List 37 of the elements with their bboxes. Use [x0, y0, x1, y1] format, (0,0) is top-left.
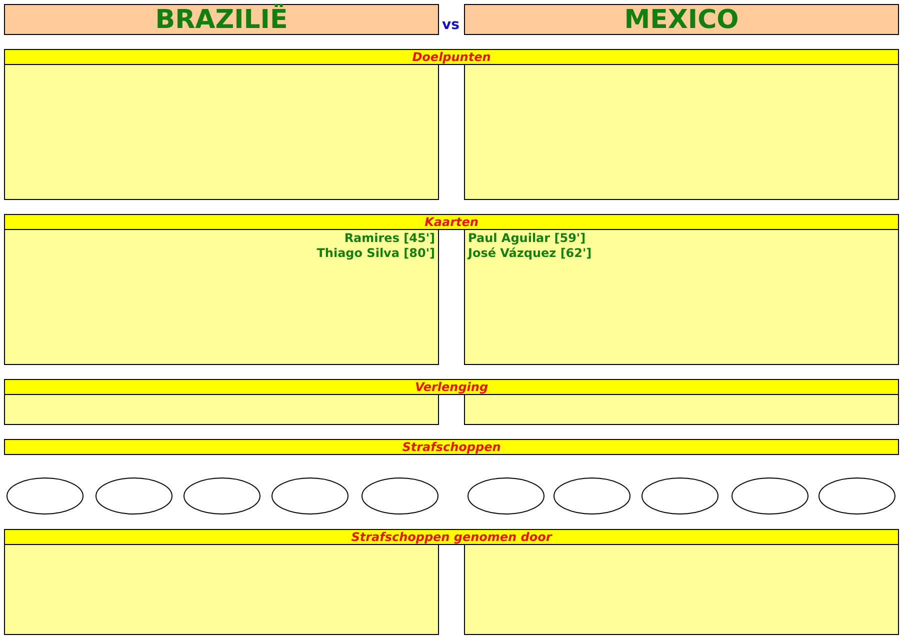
section-title: Doelpunten [412, 50, 491, 64]
section-title: Kaarten [424, 215, 478, 229]
info-panel [464, 229, 899, 365]
info-panel [4, 229, 439, 365]
penalty-oval [183, 477, 261, 515]
penalty-oval [641, 477, 719, 515]
player-entry: Thiago Silva [80'] [316, 246, 435, 261]
info-panel [464, 544, 899, 635]
team-name: BRAZILIË [155, 4, 288, 34]
section-header-bar [4, 439, 899, 455]
info-panel [464, 64, 899, 200]
penalty-oval [467, 477, 545, 515]
section-title: Strafschoppen genomen door [351, 530, 552, 544]
penalty-oval [95, 477, 173, 515]
section-header-bar [4, 379, 899, 395]
penalty-oval [361, 477, 439, 515]
section-header-bar [4, 214, 899, 230]
team-name-box [4, 4, 439, 35]
penalty-oval [731, 477, 809, 515]
section-title: Verlenging [414, 380, 488, 394]
team-name: MEXICO [624, 4, 739, 34]
penalty-oval [6, 477, 84, 515]
info-panel [4, 64, 439, 200]
player-entry: Ramires [45'] [343, 231, 435, 246]
section-header-bar [4, 529, 899, 545]
versus-label: vs [442, 17, 460, 33]
player-entry: José Vázquez [62'] [468, 246, 593, 261]
player-entry: Paul Aguilar [59'] [468, 231, 587, 246]
info-panel [464, 394, 899, 425]
info-panel [4, 544, 439, 635]
penalty-oval [271, 477, 349, 515]
info-panel [4, 394, 439, 425]
team-name-box [464, 4, 899, 35]
section-title: Strafschoppen [402, 440, 501, 454]
penalty-oval [553, 477, 631, 515]
section-header-bar [4, 49, 899, 65]
penalty-oval [818, 477, 896, 515]
